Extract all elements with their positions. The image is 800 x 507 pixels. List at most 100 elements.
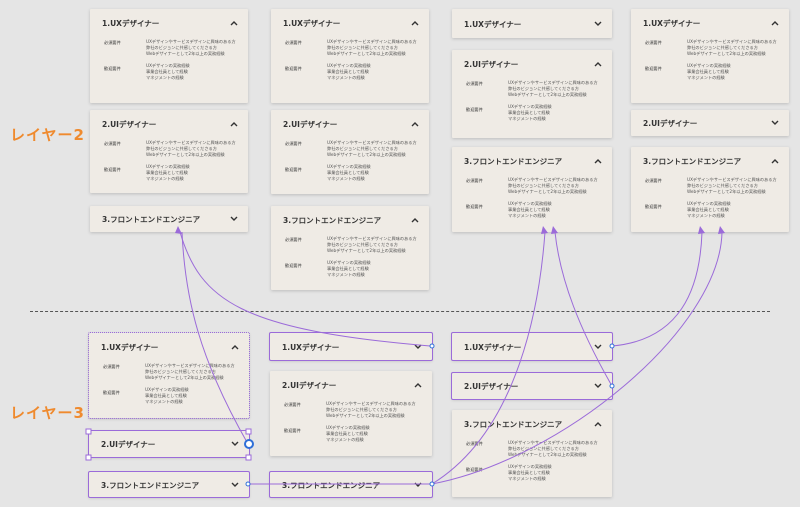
- preferred-text: UXデザインの実務経験事業会社員として経験マネジメントの経験: [508, 464, 552, 481]
- card-title: 1.UXデザイナー: [283, 19, 341, 28]
- preferred-text: UXデザインの実務経験事業会社員として経験マネジメントの経験: [326, 425, 370, 442]
- required-label: 必須要件: [104, 40, 121, 45]
- preferred-text: UXデザインの実務経験事業会社員として経験マネジメントの経験: [687, 63, 731, 80]
- chevron-up-icon[interactable]: [594, 421, 602, 427]
- preferred-text: UXデザインの実務経験事業会社員として経験マネジメントの経験: [508, 104, 552, 121]
- chevron-up-icon[interactable]: [230, 20, 238, 26]
- chevron-up-icon[interactable]: [411, 121, 419, 127]
- layer-divider: [30, 311, 770, 312]
- ui-designer-card[interactable]: 2.UIデザイナー: [631, 110, 789, 136]
- card-title: 3.フロントエンドエンジニア: [283, 216, 382, 225]
- chevron-up-icon[interactable]: [594, 61, 602, 67]
- card-title: 2.UIデザイナー: [101, 440, 156, 449]
- preferred-label: 歓迎要件: [104, 167, 121, 172]
- card-title: 3.フロントエンドエンジニア: [282, 480, 381, 490]
- chevron-up-icon[interactable]: [411, 217, 419, 223]
- chevron-down-icon[interactable]: [414, 344, 422, 350]
- ux-designer-card[interactable]: 1.UXデザイナー: [269, 332, 433, 361]
- preferred-text: UXデザインの実務経験事業会社員として経験マネジメントの経験: [508, 201, 552, 218]
- chevron-up-icon[interactable]: [594, 158, 602, 164]
- preferred-label: 歓迎要件: [285, 263, 302, 268]
- card-title: 2.UIデザイナー: [283, 120, 338, 129]
- card-title: 2.UIデザイナー: [464, 60, 519, 69]
- card-title: 3.フロントエンドエンジニア: [464, 157, 563, 166]
- chevron-up-icon[interactable]: [411, 20, 419, 26]
- chevron-down-icon[interactable]: [594, 21, 602, 27]
- card-title: 1.UXデザイナー: [643, 19, 701, 28]
- preferred-label: 歓迎要件: [284, 428, 301, 433]
- preferred-label: 歓迎要件: [104, 66, 121, 71]
- required-label: 必須要件: [466, 81, 483, 86]
- chevron-down-icon[interactable]: [231, 441, 239, 447]
- preferred-text: UXデザインの実務経験事業会社員として経験マネジメントの経験: [327, 63, 371, 80]
- card-title: 2.UIデザイナー: [643, 119, 698, 128]
- chevron-up-icon[interactable]: [771, 20, 779, 26]
- card-title: 1.UXデザイナー: [464, 19, 522, 29]
- ux-designer-card[interactable]: 1.UXデザイナー: [452, 9, 612, 38]
- required-label: 必須要件: [104, 141, 121, 146]
- chevron-up-icon[interactable]: [230, 121, 238, 127]
- card-title: 3.フロントエンドエンジニア: [643, 157, 742, 166]
- preferred-label: 歓迎要件: [285, 167, 302, 172]
- card-title: 2.UIデザイナー: [102, 120, 157, 129]
- required-label: 必須要件: [103, 364, 120, 369]
- preferred-label: 歓迎要件: [466, 107, 483, 112]
- ui-designer-card[interactable]: 2.UIデザイナー: [88, 430, 250, 458]
- frontend-engineer-card[interactable]: 3.フロントエンドエンジニア必須要件 UXデザインやサービスデザインに興味のある方…: [271, 206, 429, 290]
- ux-designer-card[interactable]: 1.UXデザイナー必須要件 UXデザインやサービスデザインに興味のある方弊社のビジ…: [90, 9, 248, 103]
- connector: [554, 231, 613, 387]
- card-title: 1.UXデザイナー: [102, 19, 160, 28]
- preferred-label: 歓迎要件: [103, 390, 120, 395]
- preferred-label: 歓迎要件: [466, 204, 483, 209]
- ux-designer-card[interactable]: 1.UXデザイナー: [451, 332, 613, 361]
- preferred-label: 歓迎要件: [466, 467, 483, 472]
- preferred-label: 歓迎要件: [645, 66, 662, 71]
- chevron-up-icon[interactable]: [231, 344, 239, 350]
- chevron-up-icon[interactable]: [414, 382, 422, 388]
- frontend-engineer-card[interactable]: 3.フロントエンドエンジニア: [88, 471, 250, 498]
- preferred-text: UXデザインの実務経験事業会社員として経験マネジメントの経験: [146, 164, 190, 181]
- preferred-text: UXデザインの実務経験事業会社員として経験マネジメントの経験: [327, 260, 371, 277]
- required-label: 必須要件: [285, 237, 302, 242]
- frontend-engineer-card[interactable]: 3.フロントエンドエンジニア必須要件 UXデザインやサービスデザインに興味のある方…: [631, 147, 789, 232]
- required-label: 必須要件: [645, 178, 662, 183]
- ui-designer-card[interactable]: 2.UIデザイナー: [451, 372, 613, 400]
- chevron-up-icon[interactable]: [771, 158, 779, 164]
- preferred-text: UXデザインの実務経験事業会社員として経験マネジメントの経験: [327, 164, 371, 181]
- chevron-down-icon[interactable]: [594, 383, 602, 389]
- preferred-text: UXデザインの実務経験事業会社員として経験マネジメントの経験: [146, 63, 190, 80]
- required-label: 必須要件: [645, 40, 662, 45]
- card-title: 2.UIデザイナー: [282, 381, 337, 390]
- chevron-down-icon[interactable]: [231, 482, 239, 488]
- chevron-down-icon[interactable]: [594, 344, 602, 350]
- chevron-down-icon[interactable]: [230, 216, 238, 222]
- preferred-label: 歓迎要件: [285, 66, 302, 71]
- frontend-engineer-card[interactable]: 3.フロントエンドエンジニア: [90, 206, 248, 232]
- preferred-label: 歓迎要件: [645, 204, 662, 209]
- frontend-engineer-card[interactable]: 3.フロントエンドエンジニア: [269, 471, 433, 498]
- card-title: 1.UXデザイナー: [464, 342, 522, 352]
- chevron-down-icon[interactable]: [771, 120, 779, 126]
- layer-3-label: レイヤー3: [10, 404, 85, 422]
- card-title: 3.フロントエンドエンジニア: [102, 215, 201, 224]
- preferred-text: UXデザインの実務経験事業会社員として経験マネジメントの経験: [687, 201, 731, 218]
- chevron-down-icon[interactable]: [414, 482, 422, 488]
